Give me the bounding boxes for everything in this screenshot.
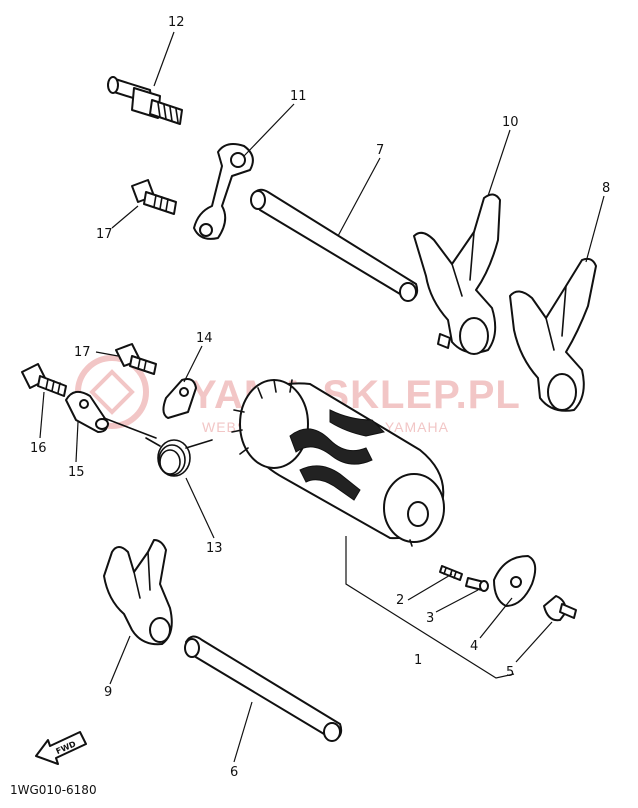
callouts: 12 11 7 10 8 17 17 14 16 15 13 2 3 4 1 5…	[30, 15, 610, 780]
callout-2: 2	[396, 593, 404, 608]
callout-17-upper: 17	[96, 227, 113, 242]
callout-6: 6	[230, 765, 238, 780]
callout-15: 15	[68, 465, 85, 480]
leader-lines	[39, 31, 605, 763]
part-17-screw-lower	[115, 343, 157, 375]
part-7-guide-bar	[250, 188, 419, 302]
part-16-bolt	[21, 363, 67, 397]
part-6-guide-bar	[184, 635, 343, 742]
callout-17-lower: 17	[74, 345, 91, 360]
part-10-shift-fork	[413, 193, 501, 355]
callout-9: 9	[104, 685, 112, 700]
part-11-stopper-lever	[193, 143, 254, 240]
callout-8: 8	[602, 181, 610, 196]
part-17-screw-upper	[131, 179, 177, 215]
part-3-pin	[465, 577, 489, 592]
part-13-torsion-spring	[145, 437, 213, 477]
part-14-plate	[162, 378, 197, 419]
callout-16: 16	[30, 441, 47, 456]
part-12-stud-bolt	[107, 76, 183, 125]
watermark-logo-mark	[89, 369, 135, 415]
callout-10: 10	[502, 115, 519, 130]
callout-12: 12	[168, 15, 185, 30]
callout-13: 13	[206, 541, 223, 556]
part-15-lever	[65, 390, 157, 439]
callout-5: 5	[506, 665, 514, 680]
part-1-shift-cam	[231, 379, 445, 547]
part-8-shift-fork	[509, 257, 597, 412]
callout-4: 4	[470, 639, 478, 654]
callout-14: 14	[196, 331, 213, 346]
diagram-code: 1WG010-6180	[10, 783, 97, 797]
callout-7: 7	[376, 143, 384, 158]
part-2-pin	[439, 565, 463, 581]
part-4-segment	[493, 555, 537, 607]
front-arrow-icon: FWD	[35, 731, 87, 765]
callout-11: 11	[290, 89, 307, 104]
callout-3: 3	[426, 611, 434, 626]
part-5-screw	[543, 595, 577, 622]
part-9-shift-fork	[103, 539, 173, 646]
callout-1: 1	[414, 653, 422, 668]
